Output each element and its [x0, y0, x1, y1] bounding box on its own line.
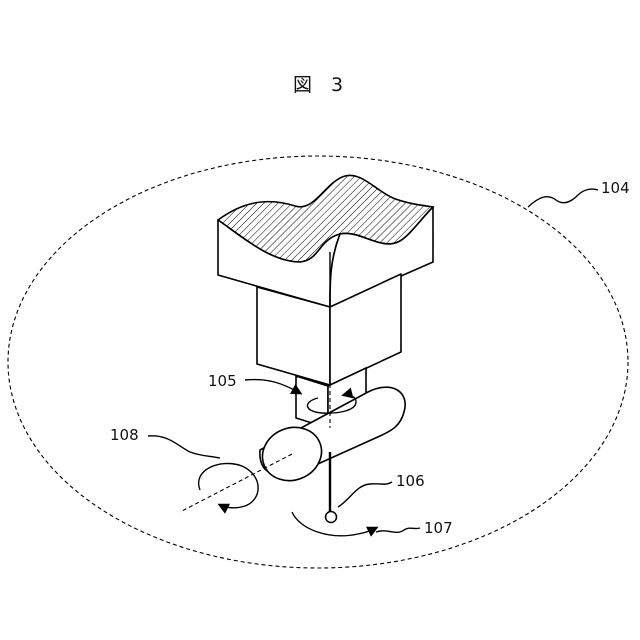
leader-108 [148, 436, 220, 458]
leader-105 [245, 380, 300, 393]
label-104: 104 [601, 179, 630, 197]
label-108: 108 [110, 426, 139, 444]
probe-tip [326, 512, 337, 523]
label-106: 106 [396, 472, 425, 490]
figure-title: 図 3 [293, 74, 343, 96]
label-105: 105 [208, 372, 237, 390]
rotation-arrow-108 [199, 463, 259, 507]
probe-106 [326, 452, 337, 523]
leader-107 [376, 528, 420, 532]
leader-104 [528, 189, 598, 207]
label-107: 107 [424, 519, 453, 537]
leader-106 [338, 482, 392, 507]
